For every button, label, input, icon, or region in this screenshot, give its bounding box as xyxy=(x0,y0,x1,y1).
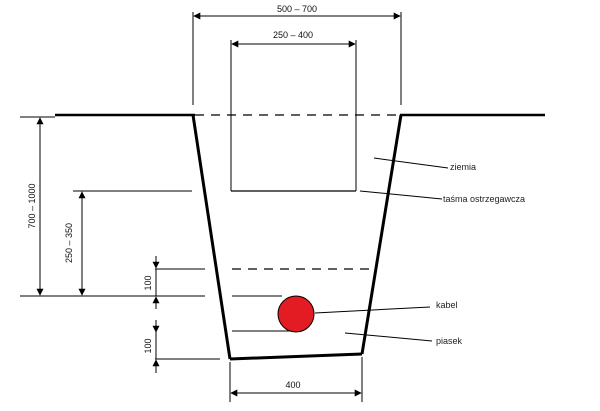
soil-label: ziemia xyxy=(450,162,476,172)
trench-wall-right xyxy=(360,114,403,355)
warning-tape-leader xyxy=(359,190,443,200)
tape-width-label: 250 – 400 xyxy=(273,30,313,40)
trench-bottom xyxy=(229,352,363,361)
bottom-width-label: 400 xyxy=(285,380,300,390)
warning-tape-label: taśma ostrzegawcza xyxy=(443,194,525,204)
cable-circle xyxy=(277,295,315,333)
cable-leader xyxy=(314,306,431,314)
sand-leader xyxy=(344,332,433,342)
soil-leader xyxy=(373,157,449,169)
sand-above-label: 100 xyxy=(143,275,153,290)
top-width-label: 500 – 700 xyxy=(277,4,317,14)
tape-depth-label: 250 – 350 xyxy=(64,223,74,263)
sand-label: piasek xyxy=(436,336,463,346)
cable-label: kabel xyxy=(436,300,458,310)
sand-below-label: 100 xyxy=(143,338,153,353)
total-depth-label: 700 – 1000 xyxy=(27,183,37,228)
trench-wall-left xyxy=(191,114,232,360)
